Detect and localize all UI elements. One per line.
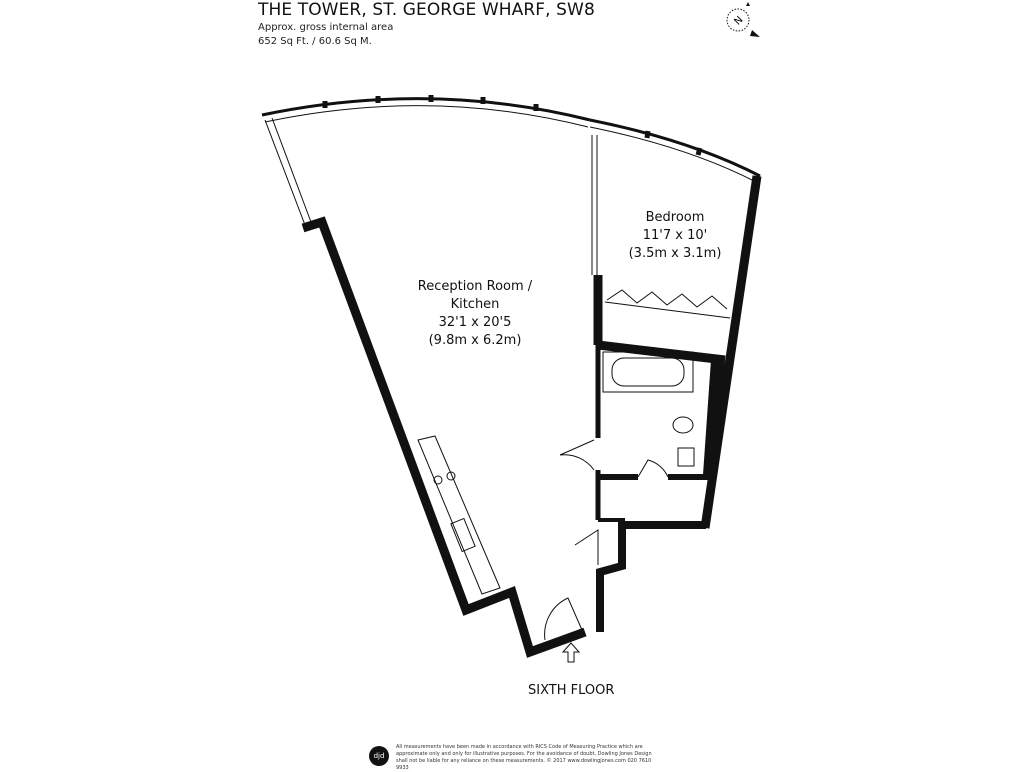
room-name: Bedroom	[645, 210, 705, 225]
room-dimensions-imperial: 32'1 x 20'5	[438, 315, 512, 330]
compass-icon: N	[726, 2, 760, 37]
room-name: Reception Room /	[417, 279, 533, 294]
area-label: Approx. gross internal area	[258, 22, 394, 33]
floor-label: SIXTH FLOOR	[528, 683, 615, 698]
compass-letter: N	[733, 15, 746, 28]
room-dimensions-metric: (9.8m x 6.2m)	[428, 333, 522, 348]
room-label-reception: Reception Room / Kitchen 32'1 x 20'5 (9.…	[400, 278, 550, 350]
walls	[261, 95, 762, 663]
company-logo: djd	[369, 746, 389, 766]
room-name-cont: Kitchen	[450, 297, 500, 312]
room-label-bedroom: Bedroom 11'7 x 10' (3.5m x 3.1m)	[610, 209, 740, 263]
room-dimensions-imperial: 11'7 x 10'	[642, 228, 708, 243]
area-value: 652 Sq Ft. / 60.6 Sq M.	[258, 36, 372, 47]
room-dimensions-metric: (3.5m x 3.1m)	[628, 246, 722, 261]
page-title: THE TOWER, ST. GEORGE WHARF, SW8	[258, 0, 595, 20]
